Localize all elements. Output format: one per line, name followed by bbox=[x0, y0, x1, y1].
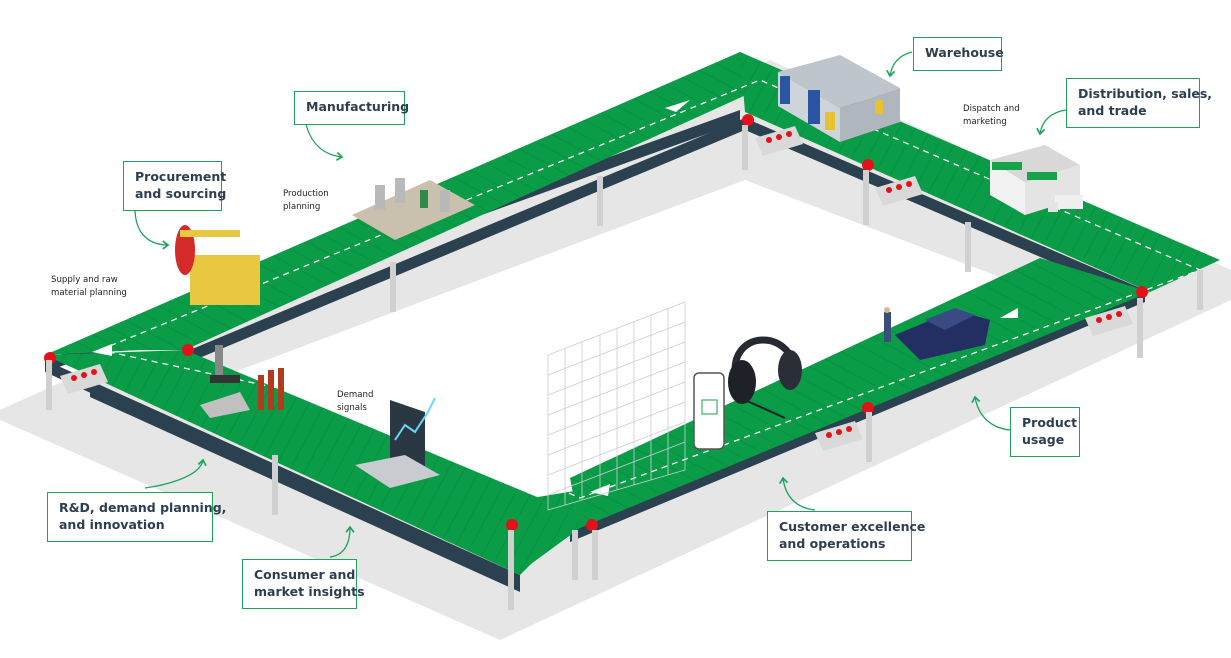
callout-distribution: Distribution, sales, and trade bbox=[1066, 78, 1213, 128]
wireframe-grid-panel bbox=[547, 301, 686, 511]
castrol-retail-store bbox=[990, 145, 1080, 215]
note-line: Dispatch and bbox=[963, 104, 1020, 114]
control-box bbox=[815, 421, 863, 451]
note-line: marketing bbox=[963, 116, 1007, 127]
callout-line: and operations bbox=[779, 535, 886, 551]
callout-product-usage: Product usage bbox=[1010, 407, 1080, 457]
oil-pump-jack bbox=[175, 225, 260, 305]
callout-customer-excellence: Customer excellence and operations bbox=[767, 511, 926, 561]
roller bbox=[586, 519, 598, 531]
flow-arrow-1 bbox=[665, 100, 690, 112]
car-with-mechanic bbox=[884, 307, 990, 360]
callout-line: and innovation bbox=[59, 516, 165, 532]
arrow-consumer-insights bbox=[329, 525, 355, 558]
callout-procurement: Procurement and sourcing bbox=[123, 161, 227, 211]
callout-line: Consumer and bbox=[254, 567, 356, 582]
callout-rnd: R&D, demand planning, and innovation bbox=[47, 492, 227, 542]
callout-line: Product bbox=[1022, 415, 1078, 430]
note-demand-signals: Demand signals bbox=[337, 389, 373, 414]
microscope bbox=[200, 345, 250, 418]
note-line: Supply and raw bbox=[51, 275, 118, 285]
arrow-distribution bbox=[1036, 109, 1067, 136]
arrow-product-usage bbox=[971, 395, 1011, 431]
flow-arrow-2 bbox=[92, 344, 112, 356]
note-production-planning: Production planning bbox=[283, 188, 329, 213]
callout-manufacturing: Manufacturing bbox=[294, 91, 410, 125]
callout-line: R&D, demand planning, bbox=[59, 500, 227, 515]
control-box bbox=[1085, 306, 1133, 336]
arrow-rnd bbox=[144, 458, 207, 489]
laptop-with-growth-chart bbox=[355, 397, 440, 488]
note-line: Production bbox=[283, 189, 329, 199]
roller bbox=[506, 519, 518, 531]
callout-line: Warehouse bbox=[925, 45, 1004, 60]
callout-line: and trade bbox=[1078, 102, 1147, 118]
callout-line: Distribution, sales, bbox=[1078, 86, 1213, 101]
headset bbox=[728, 336, 802, 419]
control-box bbox=[755, 126, 803, 156]
note-line: signals bbox=[337, 402, 367, 413]
flow-arrow-4 bbox=[1000, 308, 1018, 318]
note-line: material planning bbox=[51, 287, 127, 298]
callout-line: Procurement bbox=[135, 169, 227, 184]
callout-line: and sourcing bbox=[135, 185, 227, 201]
roller bbox=[862, 159, 874, 171]
arrow-warehouse bbox=[886, 51, 913, 78]
control-box bbox=[60, 364, 108, 394]
note-dispatch-marketing: Dispatch and marketing bbox=[963, 103, 1020, 128]
callout-arrows bbox=[134, 51, 1067, 558]
note-supply-planning: Supply and raw material planning bbox=[51, 274, 127, 299]
arrow-procurement bbox=[134, 207, 170, 250]
roller bbox=[1136, 286, 1148, 298]
delivery-truck bbox=[1048, 195, 1083, 212]
callout-line: market insights bbox=[254, 583, 365, 599]
flow-path-dashed bbox=[99, 79, 1202, 499]
note-line: planning bbox=[283, 201, 321, 212]
manufacturing-plant-icon bbox=[352, 178, 475, 240]
callout-consumer-insights: Consumer and market insights bbox=[242, 559, 365, 609]
arrow-manufacturing bbox=[304, 119, 344, 161]
callout-line: Customer excellence bbox=[779, 519, 926, 534]
callout-warehouse: Warehouse bbox=[913, 37, 1004, 71]
control-boxes bbox=[60, 126, 1133, 451]
rollers bbox=[44, 114, 1148, 531]
arrow-customer-excellence bbox=[779, 476, 816, 511]
smartphone bbox=[693, 372, 725, 450]
callout-line: usage bbox=[1022, 431, 1065, 447]
warehouse-building bbox=[778, 55, 900, 142]
callout-line: Manufacturing bbox=[306, 99, 410, 114]
support-pillars bbox=[46, 125, 1203, 610]
test-tubes bbox=[258, 368, 284, 410]
roller bbox=[862, 402, 874, 414]
control-box bbox=[875, 176, 923, 206]
roller bbox=[182, 344, 194, 356]
roller bbox=[742, 114, 754, 126]
note-line: Demand bbox=[337, 390, 374, 400]
